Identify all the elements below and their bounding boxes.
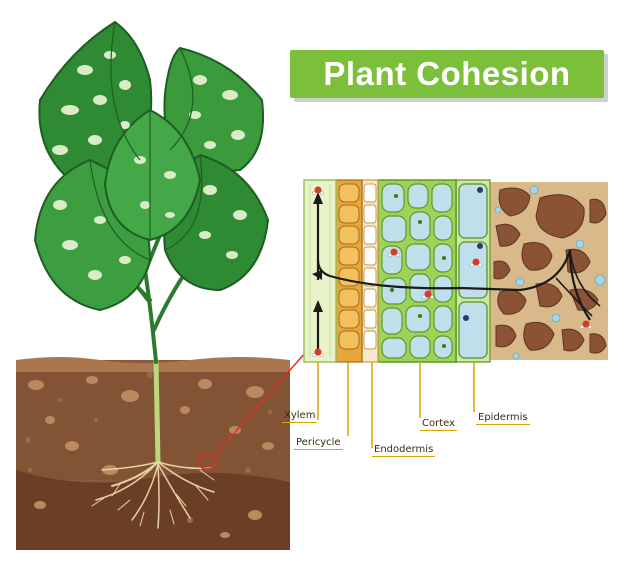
water-molecules — [312, 186, 592, 357]
cortex-layer — [377, 179, 457, 363]
diagram-title: Plant Cohesion — [323, 55, 571, 92]
water-path — [316, 200, 601, 352]
root-cross-section — [303, 179, 608, 448]
label-endodermis: Endodermis — [372, 444, 436, 457]
root-system — [91, 357, 215, 529]
soil-particles — [493, 187, 607, 354]
soil-block — [16, 357, 290, 550]
label-leader-lines — [317, 362, 475, 448]
leaf-veins — [89, 21, 203, 261]
title-banner: Plant Cohesion — [290, 50, 604, 98]
epidermis-layer — [455, 179, 491, 363]
endodermis-layer — [361, 179, 379, 363]
label-pericycle: Pericycle — [294, 437, 343, 450]
label-epidermis: Epidermis — [476, 412, 530, 425]
leaf-holes — [52, 51, 247, 280]
label-cortex: Cortex — [420, 418, 458, 431]
label-xylem: Xylem — [282, 410, 318, 423]
water-droplets — [494, 185, 606, 360]
water-path-arrowheads — [312, 192, 323, 312]
pericycle-layer — [335, 179, 363, 363]
plant — [33, 20, 270, 364]
